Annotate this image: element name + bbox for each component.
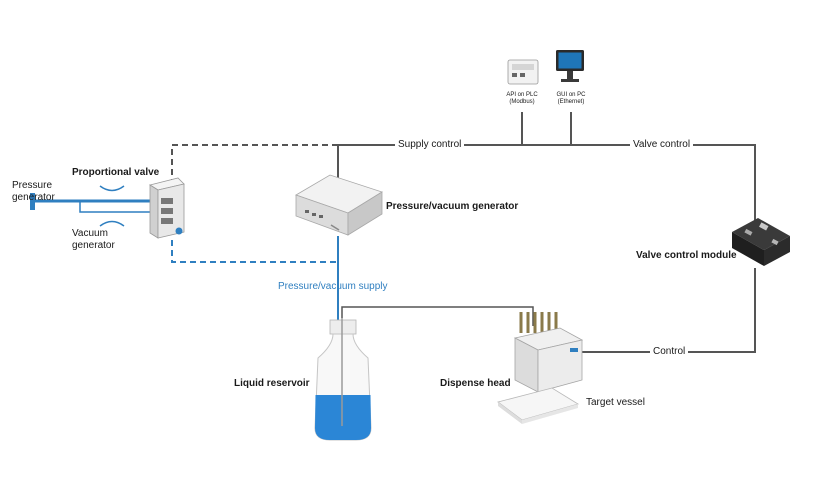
plc-device [507, 59, 539, 85]
pv-supply-label: Pressure/vacuum supply [278, 281, 388, 292]
supply-control-dashed-line [171, 144, 338, 182]
liquid-feed-line [341, 306, 534, 326]
pressure-generator-label: Pressure generator [12, 180, 55, 203]
control-line [582, 268, 756, 353]
supply-control-label: Supply control [395, 139, 465, 151]
valve-control-label: Valve control [630, 139, 694, 151]
valve-control-module [732, 218, 790, 266]
api-plc-label: API on PLC (Modbus) [506, 92, 538, 105]
gui-pc-label: GUI on PC (Ethernet) [556, 92, 586, 105]
liquid-reservoir-label: Liquid reservoir [234, 378, 310, 389]
vacuum-generator-label: Vacuum generator [72, 228, 115, 251]
dispense-head-label: Dispense head [440, 378, 511, 389]
dispense-head-device [497, 312, 584, 424]
proportional-valve-label: Proportional valve [72, 167, 160, 178]
pv-generator-label: Pressure/vacuum generator [386, 201, 519, 212]
valve-control-module-label: Valve control module [636, 250, 737, 261]
pv-supply-dashed-line [171, 240, 338, 263]
pc-monitor-icon [556, 50, 584, 82]
proportional-valve-device [148, 177, 185, 239]
supply-control-line [337, 144, 756, 230]
vacuum-line [79, 201, 150, 213]
control-label: Control [650, 346, 689, 358]
liquid-reservoir-bottle [314, 318, 372, 441]
throttle-symbol [99, 185, 125, 227]
target-vessel-label: Target vessel [586, 397, 645, 408]
pressure-inlet-cap [30, 193, 35, 210]
supply-lines [34, 199, 339, 320]
pv-generator-device [295, 174, 383, 236]
